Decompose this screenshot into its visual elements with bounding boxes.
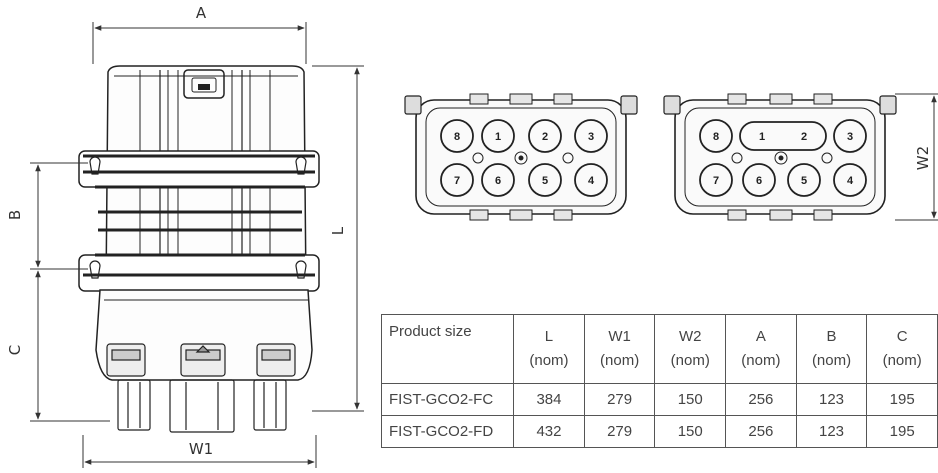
front-view [78, 65, 320, 433]
dimension-lines [30, 22, 938, 468]
dim-label-w2: W2 [914, 146, 932, 170]
dim-label-w1: W1 [189, 440, 213, 458]
table-cell: 150 [654, 415, 727, 448]
table-cell: 279 [583, 415, 656, 448]
table-cell: 150 [654, 383, 727, 416]
port-number: 2 [801, 131, 807, 143]
row-product-name: FIST-GCO2-FC [380, 383, 515, 416]
table-cell: 123 [795, 415, 868, 448]
port-number: 5 [542, 175, 548, 187]
table-header-row: Product size L(nom) W1(nom) W2(nom) A(no… [380, 314, 938, 384]
column-header-l: L(nom) [513, 314, 585, 384]
dim-label-a: A [196, 4, 207, 22]
column-header-c: C(nom) [866, 314, 938, 384]
table-row: FIST-GCO2-FD 432 279 150 256 123 195 [380, 415, 938, 448]
port-labels-fd: 8 1 2 3 7 6 5 4 [713, 131, 854, 187]
port-number: 8 [454, 131, 460, 143]
port-number: 7 [713, 175, 719, 187]
row-product-name: FIST-GCO2-FD [380, 415, 515, 448]
dim-label-c: C [6, 345, 24, 355]
port-number: 8 [713, 131, 719, 143]
port-number: 3 [847, 131, 853, 143]
port-number: 5 [801, 175, 807, 187]
column-header-a: A(nom) [725, 314, 797, 384]
product-size-table: Product size L(nom) W1(nom) W2(nom) A(no… [380, 314, 938, 448]
port-number: 6 [495, 175, 501, 187]
table-cell: 256 [725, 383, 797, 416]
port-number: 1 [495, 131, 501, 143]
bottom-view-fc [404, 93, 638, 221]
port-number: 6 [756, 175, 762, 187]
dim-label-l: L [329, 226, 347, 235]
port-number: 4 [588, 175, 595, 187]
port-number: 2 [542, 131, 548, 143]
table-row: FIST-GCO2-FC 384 279 150 256 123 195 [380, 383, 938, 416]
port-number: 3 [588, 131, 594, 143]
column-header-b: B(nom) [795, 314, 868, 384]
dim-label-b: B [6, 210, 24, 220]
table-cell: 195 [866, 415, 938, 448]
port-number: 4 [847, 175, 854, 187]
port-labels-fc: 8 1 2 3 7 6 5 4 [454, 131, 595, 187]
table-cell: 123 [795, 383, 868, 416]
bottom-view-fd [663, 93, 897, 221]
table-cell: 256 [725, 415, 797, 448]
table-corner-header: Product size [380, 314, 515, 384]
column-header-w1: W1(nom) [583, 314, 656, 384]
table-cell: 195 [866, 383, 938, 416]
table-cell: 384 [513, 383, 585, 416]
port-number: 1 [759, 131, 765, 143]
table-cell: 279 [583, 383, 656, 416]
table-cell: 432 [513, 415, 585, 448]
port-number: 7 [454, 175, 460, 187]
column-header-w2: W2(nom) [654, 314, 727, 384]
